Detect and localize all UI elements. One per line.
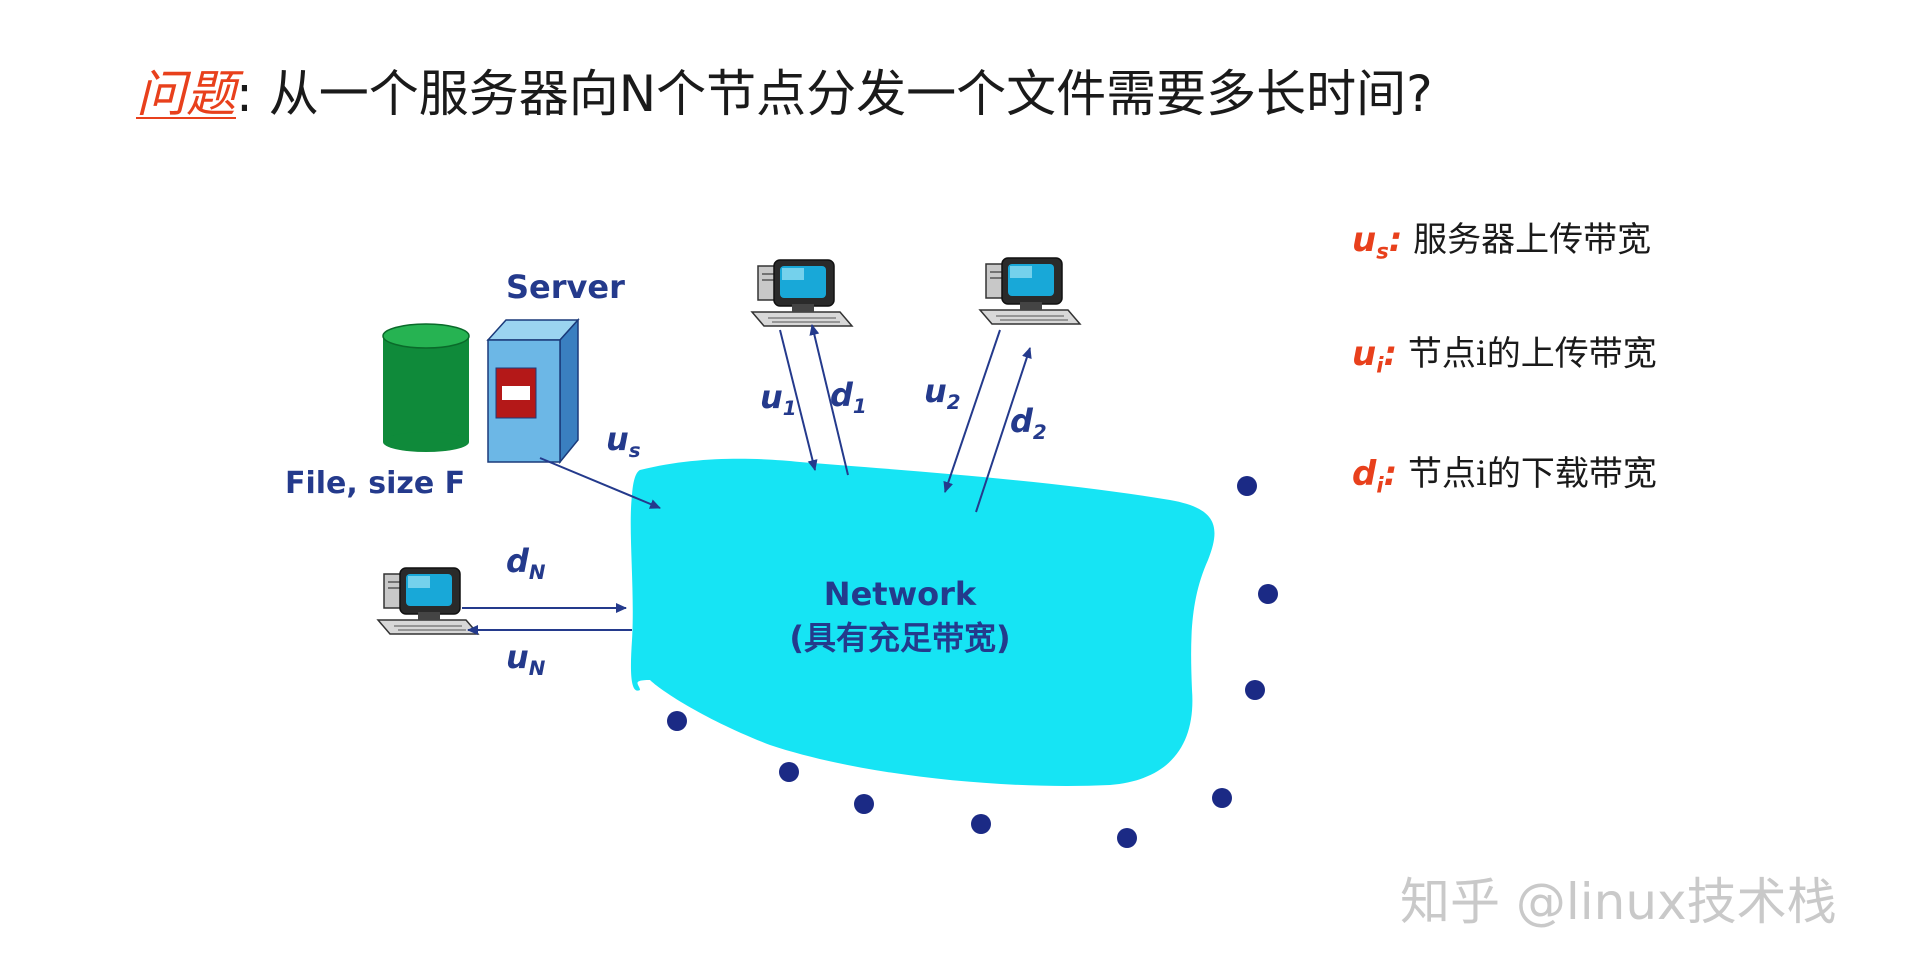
computer-icon — [751, 259, 853, 327]
database-icon — [382, 323, 470, 452]
arrow-u2 — [943, 329, 1001, 493]
server-label: Server — [506, 268, 625, 306]
title-text: : 从一个服务器向N个节点分发一个文件需要多长时间? — [236, 65, 1433, 123]
slide-title: 问题: 从一个服务器向N个节点分发一个文件需要多长时间? — [136, 54, 1433, 126]
peer-dot — [1245, 680, 1265, 700]
us-label: us — [606, 420, 641, 462]
d2-label: d2 — [1010, 402, 1047, 444]
peer-dot — [1212, 788, 1232, 808]
peer-dot — [1117, 828, 1137, 848]
network-note: (具有充足带宽) — [789, 619, 1011, 657]
peer-dot — [779, 762, 799, 782]
watermark: 知乎 @linux技术栈 — [1400, 873, 1837, 931]
peer-dot — [971, 814, 991, 834]
arrow-u1 — [779, 329, 818, 471]
arrow-d1 — [809, 324, 849, 476]
peer-dot — [667, 711, 687, 731]
legend-item-ui: ui: 节点i的上传带宽 — [1352, 334, 1657, 378]
legend-item-di: di: 节点i的下载带宽 — [1352, 454, 1657, 498]
server-icon — [486, 318, 580, 465]
network-cloud — [630, 458, 1215, 786]
dN-label: dN — [506, 542, 546, 584]
network-title: Network — [823, 575, 977, 613]
arrow-server-upload — [539, 457, 661, 509]
computer-icon — [377, 567, 479, 635]
title-question-prefix: 问题 — [136, 65, 236, 123]
d1-label: d1 — [830, 376, 867, 418]
peer-dot — [1237, 476, 1257, 496]
peer-dot — [1258, 584, 1278, 604]
file-label: File, size F — [285, 466, 466, 501]
computer-icon — [979, 257, 1081, 325]
uN-label: uN — [506, 638, 546, 680]
u1-label: u1 — [760, 378, 797, 420]
arrow-d2 — [975, 347, 1032, 513]
network-label: Network (具有充足带宽) — [740, 572, 1060, 660]
peer-dot — [854, 794, 874, 814]
legend-item-us: us: 服务器上传带宽 — [1352, 220, 1652, 264]
u2-label: u2 — [924, 372, 961, 414]
